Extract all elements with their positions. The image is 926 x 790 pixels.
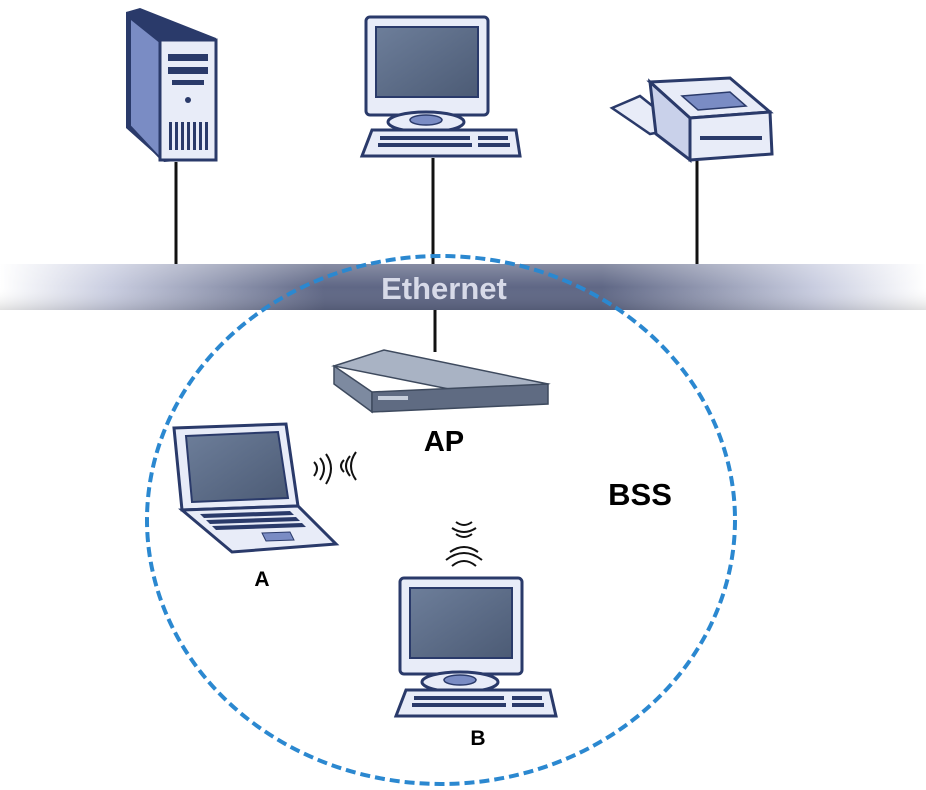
laptop-icon [172, 422, 340, 554]
server-tower-icon [126, 8, 218, 162]
printer-icon [609, 76, 774, 164]
ethernet-backbone: Ethernet [0, 264, 926, 310]
desktop-computer-icon [393, 576, 558, 718]
ap-label: AP [424, 426, 464, 458]
wireless-signal-icon [313, 451, 357, 485]
wireless-signal-icon [445, 521, 483, 567]
desktop-computer-icon [359, 15, 522, 158]
station-a-label: A [254, 568, 269, 591]
station-b-label: B [470, 727, 485, 750]
ethernet-label: Ethernet [381, 271, 507, 306]
bss-label: BSS [608, 477, 672, 512]
access-point-icon [331, 349, 551, 414]
bss-boundary-ring [145, 254, 737, 786]
